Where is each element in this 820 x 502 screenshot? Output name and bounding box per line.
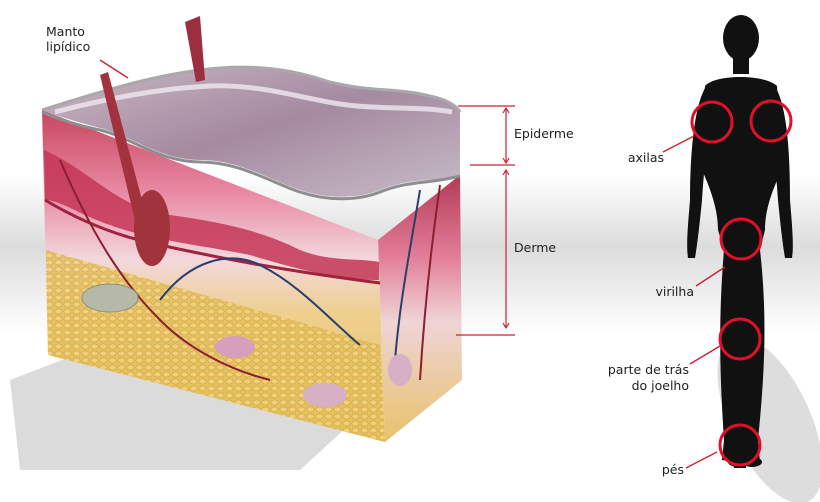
joelho-label-line2: do joelho — [632, 378, 689, 393]
gland-4 — [388, 354, 412, 386]
derme-label: Derme — [514, 240, 556, 255]
virilha-label: virilha — [655, 284, 694, 299]
hair-follicle — [134, 190, 170, 266]
manto-label-line2: lipídico — [46, 39, 90, 54]
sweat-gland — [82, 284, 138, 312]
joelho-label-line1: parte de trás — [608, 362, 689, 377]
gland-3 — [303, 383, 347, 407]
axilas-label: axilas — [628, 150, 664, 165]
gland-2 — [215, 336, 255, 358]
pes-label: pés — [662, 462, 684, 477]
epiderme-label: Epiderme — [514, 126, 574, 141]
manto-label-line1: Manto — [46, 24, 85, 39]
